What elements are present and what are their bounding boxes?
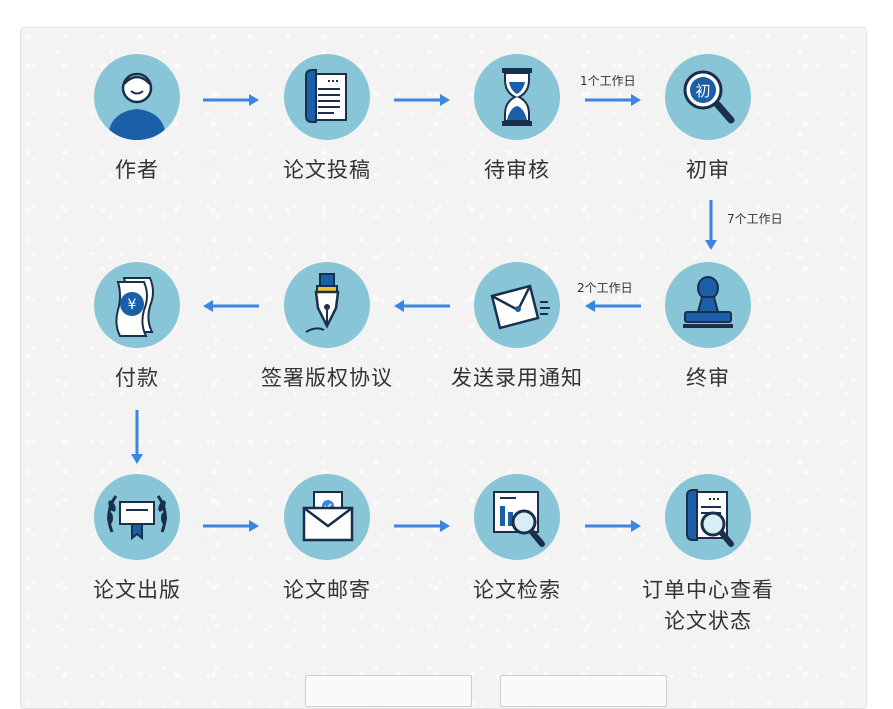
pen-nib-icon	[284, 262, 370, 348]
step-author: 作者	[47, 54, 227, 186]
process-panel	[20, 27, 867, 709]
step-mail: 论文邮寄	[237, 474, 417, 606]
step-label-line1: 订单中心查看	[642, 578, 774, 602]
certificate-icon	[94, 474, 180, 560]
step-label: 付款	[115, 366, 159, 390]
arrow-right	[203, 93, 259, 107]
step-first-review: 初 初审	[618, 54, 798, 186]
arrow-right	[394, 93, 450, 107]
arrow-right	[585, 519, 641, 533]
magnifier-icon: 初	[665, 54, 751, 140]
step-label: 初审	[686, 158, 730, 182]
step-final-review: 终审	[618, 262, 798, 394]
envelope-icon	[474, 262, 560, 348]
arrow-left	[203, 299, 259, 313]
step-label: 签署版权协议	[261, 366, 393, 390]
svg-text:初: 初	[695, 82, 710, 100]
step-payment: ¥ 付款	[47, 262, 227, 394]
svg-text:¥: ¥	[128, 297, 137, 313]
arrow-down	[704, 200, 718, 250]
bottom-button-left[interactable]	[305, 675, 472, 707]
step-status: 订单中心查看 论文状态	[618, 474, 798, 637]
bottom-button-right[interactable]	[500, 675, 667, 707]
step-label: 论文投稿	[283, 158, 371, 182]
stamp-icon	[665, 262, 751, 348]
step-label: 订单中心查看 论文状态	[618, 575, 798, 637]
money-icon: ¥	[94, 262, 180, 348]
duration-note: 7个工作日	[727, 212, 783, 226]
arrow-right	[585, 93, 641, 107]
mail-envelope-icon	[284, 474, 370, 560]
step-submit: 论文投稿	[237, 54, 417, 186]
step-publish: 论文出版	[47, 474, 227, 606]
arrow-right	[203, 519, 259, 533]
step-label: 论文检索	[473, 578, 561, 602]
step-copyright: 签署版权协议	[237, 262, 417, 394]
duration-note: 2个工作日	[577, 281, 633, 295]
step-label: 论文邮寄	[283, 578, 371, 602]
document-icon	[284, 54, 370, 140]
step-label: 作者	[115, 158, 159, 182]
arrow-down	[130, 410, 144, 464]
step-label-line2: 论文状态	[664, 609, 752, 633]
arrow-left	[394, 299, 450, 313]
step-label: 终审	[686, 366, 730, 390]
chart-search-icon	[474, 474, 560, 560]
hourglass-icon	[474, 54, 560, 140]
arrow-right	[394, 519, 450, 533]
duration-note: 1个工作日	[580, 74, 636, 88]
step-label: 论文出版	[93, 578, 181, 602]
arrow-left	[585, 299, 641, 313]
step-search: 论文检索	[427, 474, 607, 606]
step-label: 待审核	[484, 158, 550, 182]
user-icon	[94, 54, 180, 140]
step-pending: 待审核	[427, 54, 607, 186]
step-notice: 发送录用通知	[427, 262, 607, 394]
step-label: 发送录用通知	[451, 366, 583, 390]
document-search-icon	[665, 474, 751, 560]
